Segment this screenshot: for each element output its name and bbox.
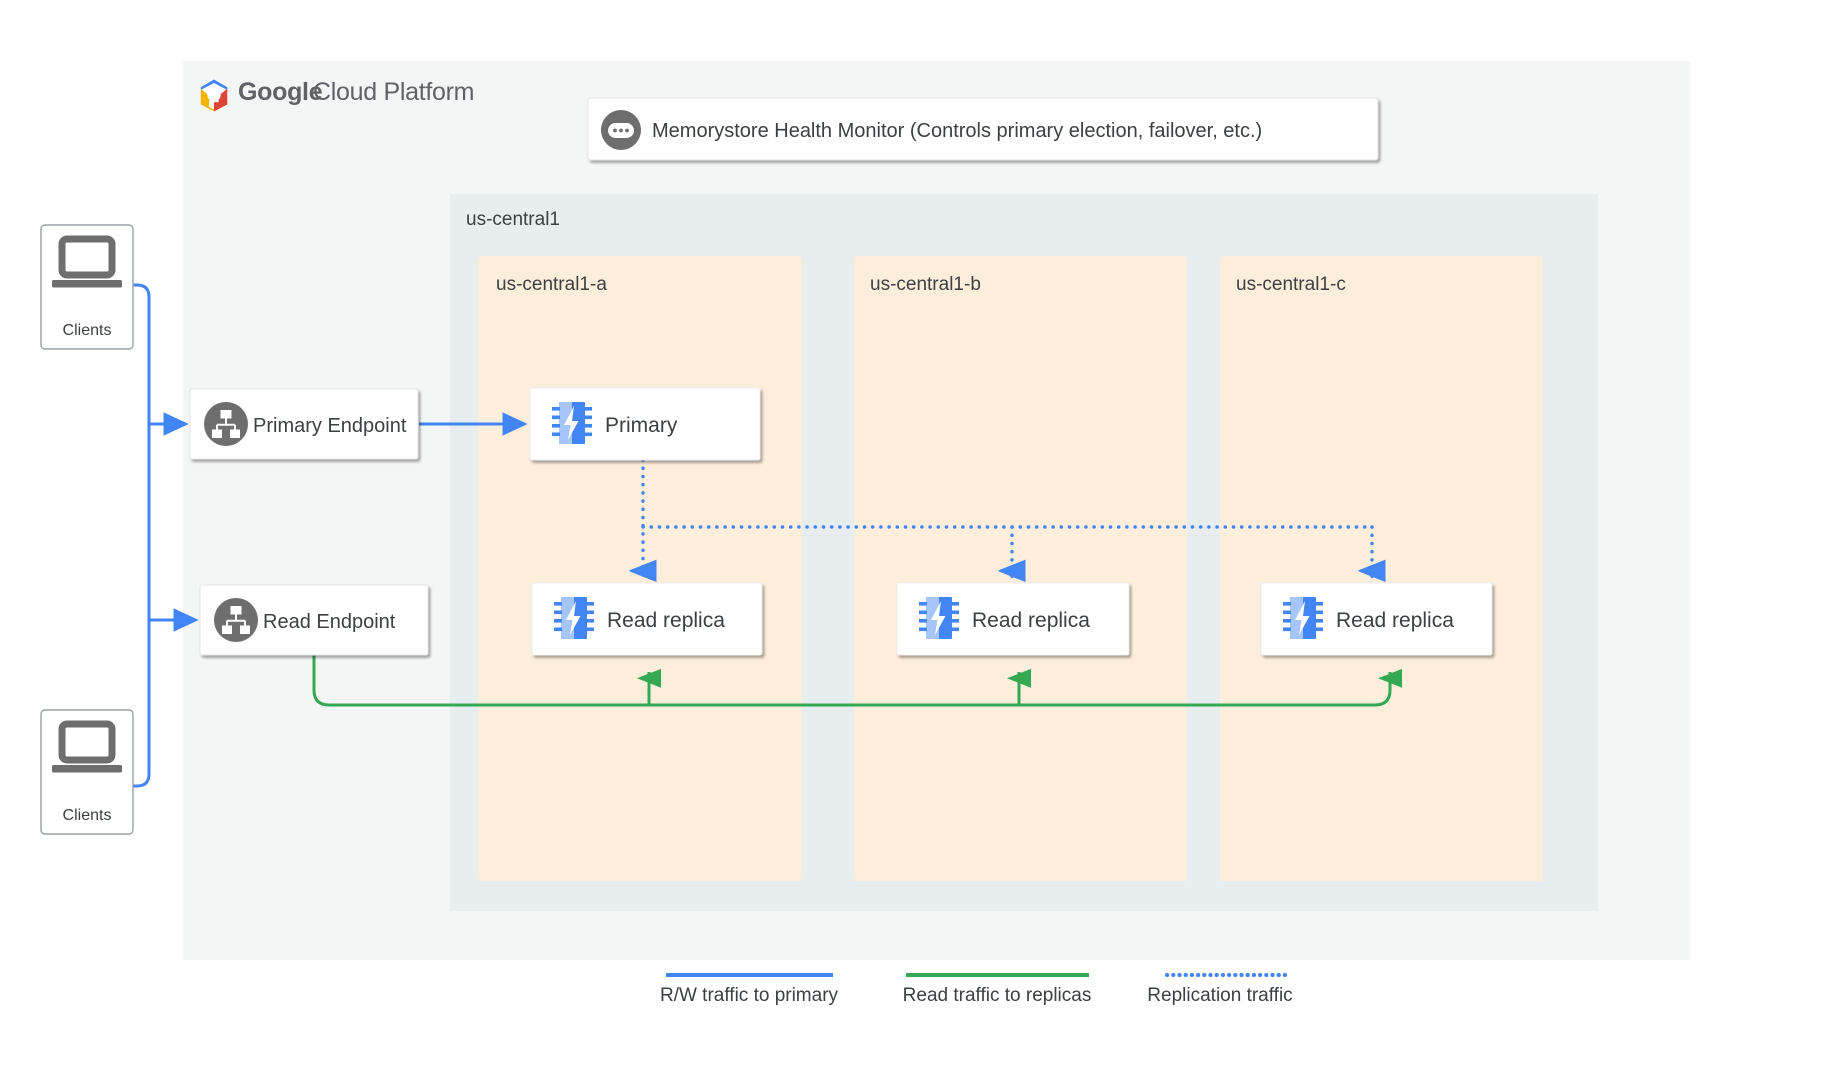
client-box-top[interactable]: Clients	[40, 224, 134, 350]
primary-endpoint-label: Primary Endpoint	[253, 415, 407, 437]
client-label-bottom: Clients	[63, 807, 112, 824]
brand-name-bold: Google	[238, 78, 323, 106]
node-label-read-replica-c: Read replica	[1336, 609, 1454, 632]
zone-label-c: us-central1-c	[1236, 274, 1346, 295]
google-cloud-hexagon-icon	[200, 79, 228, 112]
legend-item-replication-traffic: Replication traffic	[1147, 973, 1293, 1006]
node-card-read-replica-c[interactable]: Read replica	[1260, 582, 1493, 656]
zone-label-b: us-central1-b	[870, 274, 981, 295]
memorystore-chip-icon	[1283, 597, 1323, 639]
primary-endpoint-card[interactable]: Primary Endpoint	[189, 388, 419, 460]
memorystore-chip-icon	[919, 597, 959, 639]
node-card-read-replica-a[interactable]: Read replica	[531, 582, 763, 656]
rw-client-bus-line	[131, 283, 151, 788]
zone-box-us-central1-c	[1220, 256, 1543, 881]
legend-label-rw-traffic: R/W traffic to primary	[660, 985, 839, 1006]
zone-label-a: us-central1-a	[496, 274, 607, 295]
legend-label-replication-traffic: Replication traffic	[1147, 985, 1292, 1006]
client-label-top: Clients	[63, 322, 112, 339]
network-hierarchy-icon	[204, 402, 248, 446]
memorystore-chip-icon	[554, 597, 594, 639]
health-monitor-icon	[601, 110, 641, 150]
node-label-primary: Primary	[605, 414, 678, 437]
network-hierarchy-icon	[214, 598, 258, 642]
laptop-icon	[52, 235, 122, 288]
read-endpoint-card[interactable]: Read Endpoint	[199, 584, 429, 656]
legend-label-read-traffic: Read traffic to replicas	[903, 985, 1092, 1006]
laptop-icon	[52, 720, 122, 773]
node-card-read-replica-b[interactable]: Read replica	[896, 582, 1130, 656]
node-card-primary[interactable]: Primary	[529, 387, 761, 461]
brand-name-light: Cloud Platform	[313, 78, 474, 106]
client-box-bottom[interactable]: Clients	[40, 709, 134, 835]
health-monitor-card[interactable]: Memorystore Health Monitor (Controls pri…	[587, 97, 1379, 161]
legend-item-rw-traffic: R/W traffic to primary	[660, 973, 839, 1006]
read-endpoint-label: Read Endpoint	[263, 611, 396, 633]
read-traffic-bus-to-zone-c	[312, 645, 1390, 707]
legend-item-read-traffic: Read traffic to replicas	[903, 973, 1092, 1006]
health-monitor-label: Memorystore Health Monitor (Controls pri…	[652, 120, 1262, 142]
zone-box-us-central1-a	[478, 256, 802, 881]
node-label-read-replica-b: Read replica	[972, 609, 1090, 632]
memorystore-chip-icon	[552, 402, 592, 444]
legend: R/W traffic to primary Read traffic to r…	[660, 973, 1293, 1006]
node-label-read-replica-a: Read replica	[607, 609, 725, 632]
region-label: us-central1	[466, 209, 560, 230]
zone-box-us-central1-b	[854, 256, 1187, 881]
